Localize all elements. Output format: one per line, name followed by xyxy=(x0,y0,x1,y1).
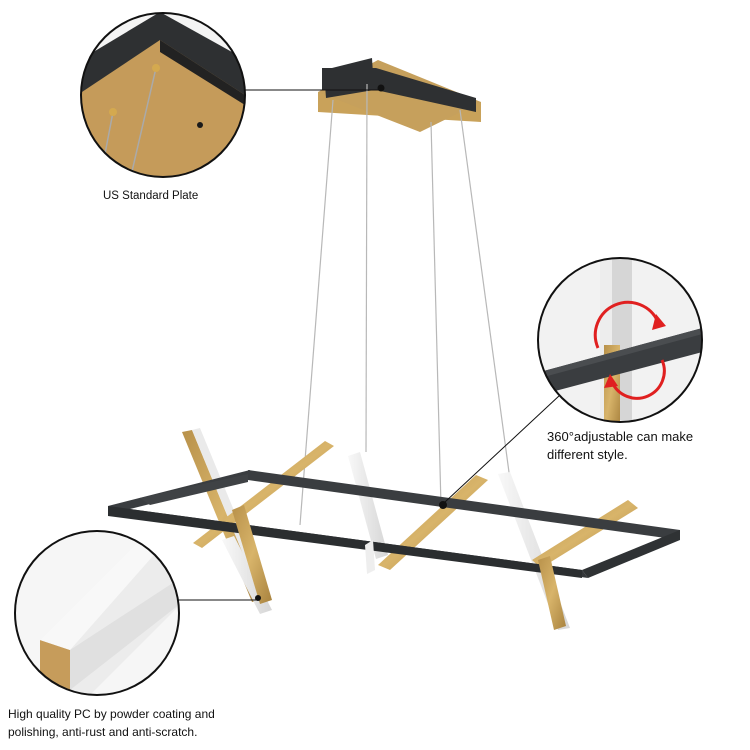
suspension-wires xyxy=(299,83,512,526)
rectangular-frame xyxy=(108,470,680,578)
rotate-arrow-icon xyxy=(593,300,660,349)
material-detail-zoom xyxy=(14,530,180,696)
plate-callout-label: US Standard Plate xyxy=(103,190,199,202)
adjust-callout-label: 360°adjustable can make different style. xyxy=(547,428,747,464)
adjust-callout-line1: 360°adjustable can make xyxy=(547,429,694,444)
material-callout-line1: High quality PC by powder coating and xyxy=(8,707,215,721)
adjust-detail-zoom xyxy=(537,257,703,423)
ceiling-plate xyxy=(318,58,481,132)
material-callout-line2: polishing, anti-rust and anti-scratch. xyxy=(8,725,198,739)
light-bars-front xyxy=(222,505,566,630)
plate-detail-zoom xyxy=(80,12,246,178)
adjust-callout-line2: different style. xyxy=(547,447,628,462)
callout-lines xyxy=(178,89,561,601)
material-callout-label: High quality PC by powder coating and po… xyxy=(8,705,328,741)
